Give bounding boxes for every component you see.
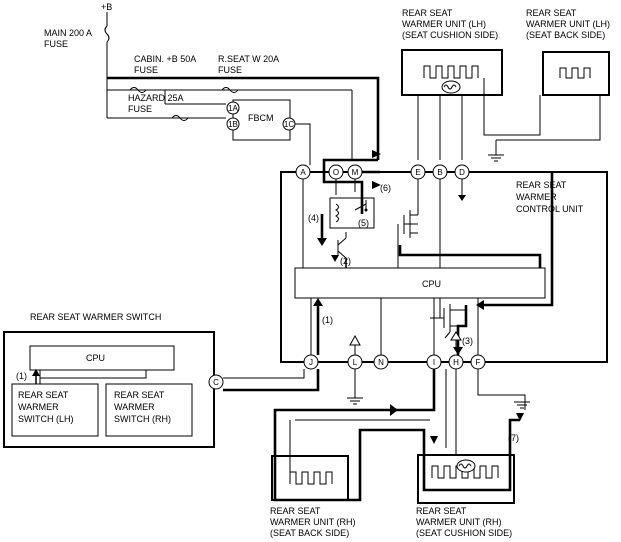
switch-lh-box[interactable] <box>11 383 99 437</box>
fet-icon-upper <box>403 210 418 238</box>
main-fuse-icon <box>104 25 110 43</box>
switch-unit-box <box>3 331 215 448</box>
relay-coil-icon <box>335 203 339 223</box>
rh-cushion-label-2: WARMER UNIT (RH) <box>416 517 502 527</box>
rh-back-label-2: WARMER UNIT (RH) <box>270 517 356 527</box>
switch-unit-title: REAR SEAT WARMER SWITCH <box>30 312 161 322</box>
switch-rh-label-1: REAR SEAT <box>114 390 165 400</box>
rh-cushion-thermistor-icon <box>456 459 476 473</box>
pin-e: E <box>415 168 420 177</box>
callout-7: (7) <box>508 433 519 443</box>
transistor-icon-2 <box>337 232 347 259</box>
pin-b: B <box>437 168 442 177</box>
lh-cushion-label-3: (SEAT CUSHION SIDE) <box>402 30 498 40</box>
lh-back-label-3: (SEAT BACK SIDE) <box>526 30 605 40</box>
callout-4: (4) <box>308 213 319 223</box>
rseat-fuse-icon <box>221 87 239 93</box>
rseat-fuse-label-2: FUSE <box>218 65 242 75</box>
rh-cushion-label-3: (SEAT CUSHION SIDE) <box>416 528 512 538</box>
rseat-fuse-label-1: R.SEAT W 20A <box>218 54 279 64</box>
pin-a: A <box>300 168 306 177</box>
relay-box <box>329 197 375 229</box>
callout-6: (6) <box>380 183 391 193</box>
pin-j: J <box>309 358 313 367</box>
pin-l: L <box>353 358 358 367</box>
pin-f: F <box>476 358 481 367</box>
cabin-fuse-icon <box>129 87 147 93</box>
relay-contact-icon <box>354 200 367 211</box>
fet-icon-lower <box>430 304 466 332</box>
lh-cushion-label-2: WARMER UNIT (LH) <box>402 19 486 29</box>
callout-2: (2) <box>340 256 351 266</box>
callout-1-cpu: (1) <box>322 315 333 325</box>
switch-rh-label-2: WARMER <box>114 402 155 412</box>
ground-icon-rh <box>514 401 530 409</box>
control-unit-label-2: WARMER <box>516 192 557 202</box>
pin-n: N <box>378 358 384 367</box>
fbcm-pin-1c: 1C <box>284 120 294 129</box>
control-unit-label-3: CONTROL UNIT <box>516 204 584 214</box>
control-unit-cpu <box>294 267 546 299</box>
pin-i: I <box>433 358 435 367</box>
cabin-fuse-label-2: FUSE <box>134 65 158 75</box>
battery-label: +B <box>101 2 112 12</box>
callout-3: (3) <box>462 336 473 346</box>
rh-cushion-label-1: REAR SEAT <box>416 506 467 516</box>
rh-back-label-3: (SEAT BACK SIDE) <box>270 528 349 538</box>
ground-icon-lh <box>488 154 504 162</box>
switch-lh-label-2: WARMER <box>18 402 59 412</box>
switch-connector-c: C <box>213 378 219 387</box>
callout-5: (5) <box>358 218 369 228</box>
main-fuse-label-1: MAIN 200 A <box>44 28 92 38</box>
pin-m: M <box>352 168 359 177</box>
lh-cushion-label-1: REAR SEAT <box>402 8 453 18</box>
control-unit-label-1: REAR SEAT <box>516 180 567 190</box>
switch-lh-label-1: REAR SEAT <box>18 390 69 400</box>
rh-back-heater-icon <box>289 471 333 485</box>
lh-back-label-2: WARMER UNIT (LH) <box>526 19 610 29</box>
rh-cushion-heater-icon <box>431 465 499 479</box>
rh-cushion-warmer-box <box>417 454 515 504</box>
lh-back-warmer-box <box>542 51 610 96</box>
rh-back-warmer-box <box>271 455 349 501</box>
lh-cushion-warmer-box <box>401 49 503 96</box>
fbcm-pin-1a: 1A <box>228 104 238 113</box>
hazard-fuse-label-1: HAZARD 25A <box>128 93 184 103</box>
switch-unit-cpu <box>29 345 175 371</box>
switch-unit-cpu-label: CPU <box>86 353 105 363</box>
switch-rh-label-3: SWITCH (RH) <box>114 414 171 424</box>
control-unit-cpu-label: CPU <box>422 279 441 289</box>
switch-rh-box[interactable] <box>105 383 193 437</box>
cabin-fuse-label-1: CABIN. +B 50A <box>134 54 196 64</box>
fbcm-pin-1b: 1B <box>228 120 238 129</box>
main-fuse-label-2: FUSE <box>44 39 68 49</box>
lh-cushion-heater-icon <box>423 65 479 79</box>
hazard-fuse-label-2: FUSE <box>128 104 152 114</box>
hazard-fuse-icon <box>171 115 189 121</box>
ground-icon-l <box>347 397 363 405</box>
fbcm-label: FBCM <box>248 113 274 123</box>
rh-back-label-1: REAR SEAT <box>270 506 321 516</box>
pin-h: H <box>453 358 459 367</box>
lh-back-heater-icon <box>559 67 591 79</box>
callout-1-switch: (1) <box>16 371 27 381</box>
lh-cushion-thermistor-icon <box>441 80 461 94</box>
pin-d: D <box>459 168 465 177</box>
lh-back-label-1: REAR SEAT <box>526 8 577 18</box>
switch-lh-label-3: SWITCH (LH) <box>18 414 74 424</box>
pin-o: O <box>333 168 339 177</box>
